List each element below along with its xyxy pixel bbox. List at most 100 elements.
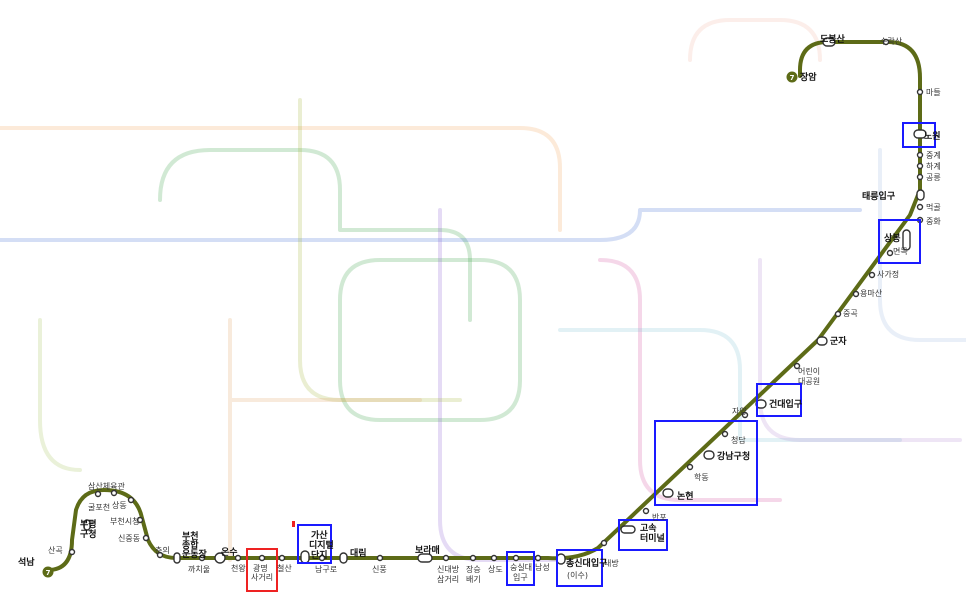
station-marker-cheongdam[interactable]: [721, 430, 729, 438]
label-bucheon-1[interactable]: 부천: [182, 531, 199, 542]
label-samsan[interactable]: 삼산체육관: [88, 481, 125, 491]
station-marker-cheolsan[interactable]: [278, 554, 286, 562]
label-sagajeong[interactable]: 사가정: [877, 269, 899, 279]
label-nowon[interactable]: 노원: [924, 130, 941, 142]
label-gongneung[interactable]: 공릉: [926, 173, 941, 182]
station-marker-sangok[interactable]: [68, 548, 76, 556]
label-jayang[interactable]: 자양: [732, 407, 747, 416]
label-sangok[interactable]: 산곡: [48, 545, 63, 555]
station-marker-madeul[interactable]: [916, 88, 924, 96]
label-cheolsan[interactable]: 철산: [277, 563, 292, 573]
station-marker-suraksan[interactable]: [882, 38, 890, 46]
station-marker-jangseungbaegi[interactable]: [469, 554, 477, 562]
label-bucheon-3[interactable]: 운동장: [182, 548, 208, 560]
label-express-2[interactable]: 터미널: [640, 532, 665, 544]
station-marker-hakdong[interactable]: [686, 463, 694, 471]
station-marker-sagajeong[interactable]: [868, 271, 876, 279]
station-marker-sangbong[interactable]: [902, 229, 911, 251]
station-marker-samsan[interactable]: [110, 489, 118, 497]
station-marker-chunui[interactable]: [156, 551, 164, 559]
label-bucheon-cityhall[interactable]: 부천시청: [110, 516, 139, 526]
label-namseong[interactable]: 남성: [535, 563, 550, 572]
station-marker-gongneung[interactable]: [916, 173, 924, 181]
label-junghwa[interactable]: 중화: [926, 217, 941, 226]
station-marker-nonhyeon[interactable]: [662, 488, 674, 498]
label-suraksan[interactable]: 수락산: [880, 36, 903, 46]
station-marker-myeonmok[interactable]: [886, 249, 894, 257]
station-marker-dobongsan[interactable]: [822, 37, 836, 47]
label-express-1[interactable]: 고속: [640, 522, 657, 534]
station-marker-sindaebang[interactable]: [442, 554, 450, 562]
station-marker-gunja[interactable]: [816, 336, 828, 346]
station-marker-taereung[interactable]: [916, 189, 925, 201]
label-sinpung[interactable]: 신풍: [372, 565, 387, 574]
station-marker-express-terminal[interactable]: [620, 525, 636, 534]
station-marker-namseong[interactable]: [534, 554, 542, 562]
station-marker-boramae[interactable]: [417, 553, 433, 563]
label-sindaebang-1[interactable]: 신대방: [437, 564, 460, 574]
label-junggye[interactable]: 중계: [926, 150, 941, 160]
label-meokgol[interactable]: 먹골: [926, 202, 941, 212]
station-marker-sangdo[interactable]: [490, 554, 498, 562]
label-gasan-1[interactable]: 가산: [311, 529, 328, 541]
station-marker-jayang[interactable]: [741, 411, 749, 419]
label-onsu[interactable]: 온수: [221, 547, 238, 558]
label-madeul[interactable]: 마들: [926, 88, 941, 97]
label-bupyeong-2[interactable]: 구청: [80, 528, 97, 540]
station-marker-hagye[interactable]: [916, 162, 924, 170]
station-marker-gangnam-gu[interactable]: [703, 450, 715, 460]
label-gulpocheon[interactable]: 굴포천: [88, 502, 110, 512]
label-gwangmyeong-1[interactable]: 광명: [253, 563, 268, 573]
station-marker-namguro[interactable]: [318, 554, 326, 562]
station-marker-junggok[interactable]: [834, 310, 842, 318]
label-soongsil-2[interactable]: 입구: [513, 573, 528, 582]
station-marker-yongmasan[interactable]: [852, 290, 860, 298]
label-nonhyeon[interactable]: 논현: [677, 490, 694, 502]
label-daerim[interactable]: 대림: [350, 547, 367, 559]
label-banpo[interactable]: 반포: [652, 513, 667, 522]
label-isu-2[interactable]: (이수): [567, 570, 588, 580]
station-marker-gwangmyeong[interactable]: [258, 554, 266, 562]
station-marker-onsu[interactable]: [214, 552, 226, 564]
label-gunja[interactable]: 군자: [830, 335, 847, 347]
label-hagye[interactable]: 하계: [926, 161, 941, 171]
label-junggok[interactable]: 중곡: [843, 309, 858, 318]
label-hakdong[interactable]: 학동: [694, 472, 709, 482]
label-isu-1[interactable]: 총신대입구: [566, 557, 607, 569]
label-gasan-2[interactable]: 디지털: [309, 539, 334, 551]
label-kkachiul[interactable]: 까치울: [188, 565, 210, 574]
label-seoknam[interactable]: 석남: [18, 556, 35, 568]
label-cheonwang[interactable]: 천왕: [231, 563, 246, 573]
station-marker-sangdong[interactable]: [127, 496, 135, 504]
label-konkuk[interactable]: 건대입구: [769, 398, 802, 410]
label-taereung[interactable]: 태릉입구: [862, 190, 895, 202]
label-dobongsan[interactable]: 도봉산: [820, 33, 846, 45]
station-marker-sinpung[interactable]: [376, 554, 384, 562]
station-marker-bucheon-stadium[interactable]: [173, 552, 181, 564]
station-marker-nowon[interactable]: [913, 129, 927, 139]
label-gwangmyeong-2[interactable]: 사거리: [251, 573, 273, 582]
label-naebang[interactable]: 내방: [604, 558, 619, 568]
label-jangseungbaegi-2[interactable]: 배기: [466, 575, 481, 584]
station-marker-gulpocheon[interactable]: [94, 490, 102, 498]
label-cheongdam[interactable]: 청담: [731, 435, 746, 445]
label-jangam[interactable]: 장암: [800, 71, 817, 83]
station-marker-meokgol[interactable]: [916, 203, 924, 211]
station-marker-sinjung[interactable]: [142, 534, 150, 542]
label-bupyeong-1[interactable]: 부평: [80, 518, 97, 530]
station-marker-isu[interactable]: [556, 553, 566, 565]
station-marker-kkachiul[interactable]: [198, 554, 206, 562]
label-namguro[interactable]: 남구로: [315, 565, 337, 574]
label-childrens-park-1[interactable]: 어린이: [798, 366, 820, 376]
station-marker-soongsil[interactable]: [512, 554, 520, 562]
station-marker-naebang[interactable]: [600, 539, 608, 547]
label-yongmasan[interactable]: 용마산: [860, 288, 883, 298]
label-sangdong[interactable]: 상동: [112, 500, 127, 510]
station-marker-junggye[interactable]: [916, 151, 924, 159]
label-sangbong[interactable]: 상봉: [884, 232, 901, 244]
label-chunui[interactable]: 춘의: [155, 545, 170, 555]
station-marker-gasan[interactable]: [300, 550, 310, 564]
station-marker-bupyeong[interactable]: [83, 519, 91, 531]
label-sindaebang-2[interactable]: 삼거리: [437, 574, 459, 584]
station-marker-daerim[interactable]: [339, 552, 348, 564]
